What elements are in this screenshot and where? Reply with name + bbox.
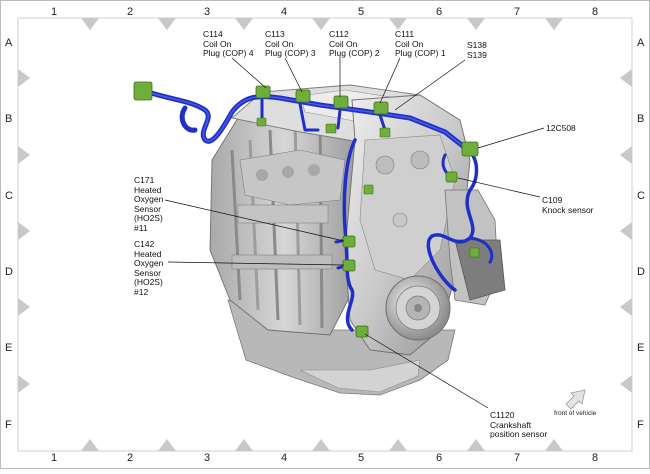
grid-row-right-d: D [637, 266, 645, 278]
grid-row-left-c: C [5, 190, 13, 202]
grid-row-left-a: A [5, 37, 13, 49]
border-marker-top-7 [545, 18, 563, 30]
grid-row-right-e: E [637, 342, 645, 354]
border-marker-bottom-6 [467, 439, 485, 451]
callout-c114-coil-on-plug-4: C114 Coil On Plug (COP) 4 [203, 29, 254, 58]
callout-12c508: 12C508 [546, 123, 576, 133]
border-marker-left-2 [18, 146, 30, 164]
grid-row-left-e: E [5, 342, 13, 354]
border-marker-left-5 [18, 375, 30, 393]
grid-row-left-d: D [5, 266, 13, 278]
border-marker-right-2 [620, 146, 632, 164]
engine-illustration [209, 84, 506, 396]
grid-col-bottom-7: 7 [514, 452, 521, 464]
grid-row-right-a: A [637, 37, 645, 49]
front-of-vehicle-label: front of vehicle [554, 410, 597, 417]
border-marker-top-6 [467, 18, 485, 30]
grid-col-bottom-1: 1 [51, 452, 58, 464]
grid-col-top-4: 4 [281, 6, 288, 18]
grid-col-top-5: 5 [358, 6, 365, 18]
callout-c1120-crankshaft-position-sensor: C1120 Crankshaft position sensor [490, 410, 548, 439]
grid-row-right-b: B [637, 113, 645, 125]
border-marker-bottom-7 [545, 439, 563, 451]
grid-col-bottom-2: 2 [127, 452, 134, 464]
grid-col-top-3: 3 [204, 6, 211, 18]
border-marker-right-3 [620, 222, 632, 240]
callout-c109-knock-sensor: C109 Knock sensor [542, 195, 594, 215]
callout-c112-coil-on-plug-2: C112 Coil On Plug (COP) 2 [329, 29, 380, 58]
grid-col-top-1: 1 [51, 6, 58, 18]
border-marker-top-4 [312, 18, 330, 30]
border-marker-left-1 [18, 69, 30, 87]
callout-c111-coil-on-plug-1: C111 Coil On Plug (COP) 1 [395, 29, 446, 58]
grid-col-top-8: 8 [592, 6, 599, 18]
border-marker-top-2 [158, 18, 176, 30]
grid-col-bottom-3: 3 [204, 452, 211, 464]
callout-c113-coil-on-plug-3: C113 Coil On Plug (COP) 3 [265, 29, 316, 58]
border-marker-left-4 [18, 298, 30, 316]
grid-col-top-7: 7 [514, 6, 521, 18]
border-marker-top-3 [235, 18, 253, 30]
border-marker-bottom-2 [158, 439, 176, 451]
grid-col-top-6: 6 [436, 6, 443, 18]
grid-col-bottom-4: 4 [281, 452, 288, 464]
border-marker-top-1 [81, 18, 99, 30]
front-of-vehicle-arrow-icon [565, 389, 586, 410]
grid-col-bottom-6: 6 [436, 452, 443, 464]
border-marker-right-5 [620, 375, 632, 393]
connectors [133, 81, 480, 338]
grid-row-left-b: B [5, 113, 13, 125]
callout-c142-ho2s-12: C142 Heated Oxygen Sensor (HO2S) #12 [134, 239, 164, 297]
leader-lines [164, 56, 545, 409]
grid-col-bottom-8: 8 [592, 452, 599, 464]
border-marker-bottom-1 [81, 439, 99, 451]
border-marker-bottom-5 [389, 439, 407, 451]
grid-col-bottom-5: 5 [358, 452, 365, 464]
grid-row-left-f: F [5, 419, 12, 431]
border-marker-right-1 [620, 69, 632, 87]
border-marker-bottom-4 [312, 439, 330, 451]
border-marker-right-4 [620, 298, 632, 316]
border-marker-top-5 [389, 18, 407, 30]
grid-col-top-2: 2 [127, 6, 134, 18]
border-marker-left-3 [18, 222, 30, 240]
border-markers [18, 18, 632, 451]
grid-row-right-f: F [637, 419, 644, 431]
grid-row-right-c: C [637, 190, 645, 202]
border-marker-bottom-3 [235, 439, 253, 451]
callout-c171-ho2s-11: C171 Heated Oxygen Sensor (HO2S) #11 [134, 175, 164, 233]
callout-s138-s139: S138 S139 [467, 40, 487, 60]
